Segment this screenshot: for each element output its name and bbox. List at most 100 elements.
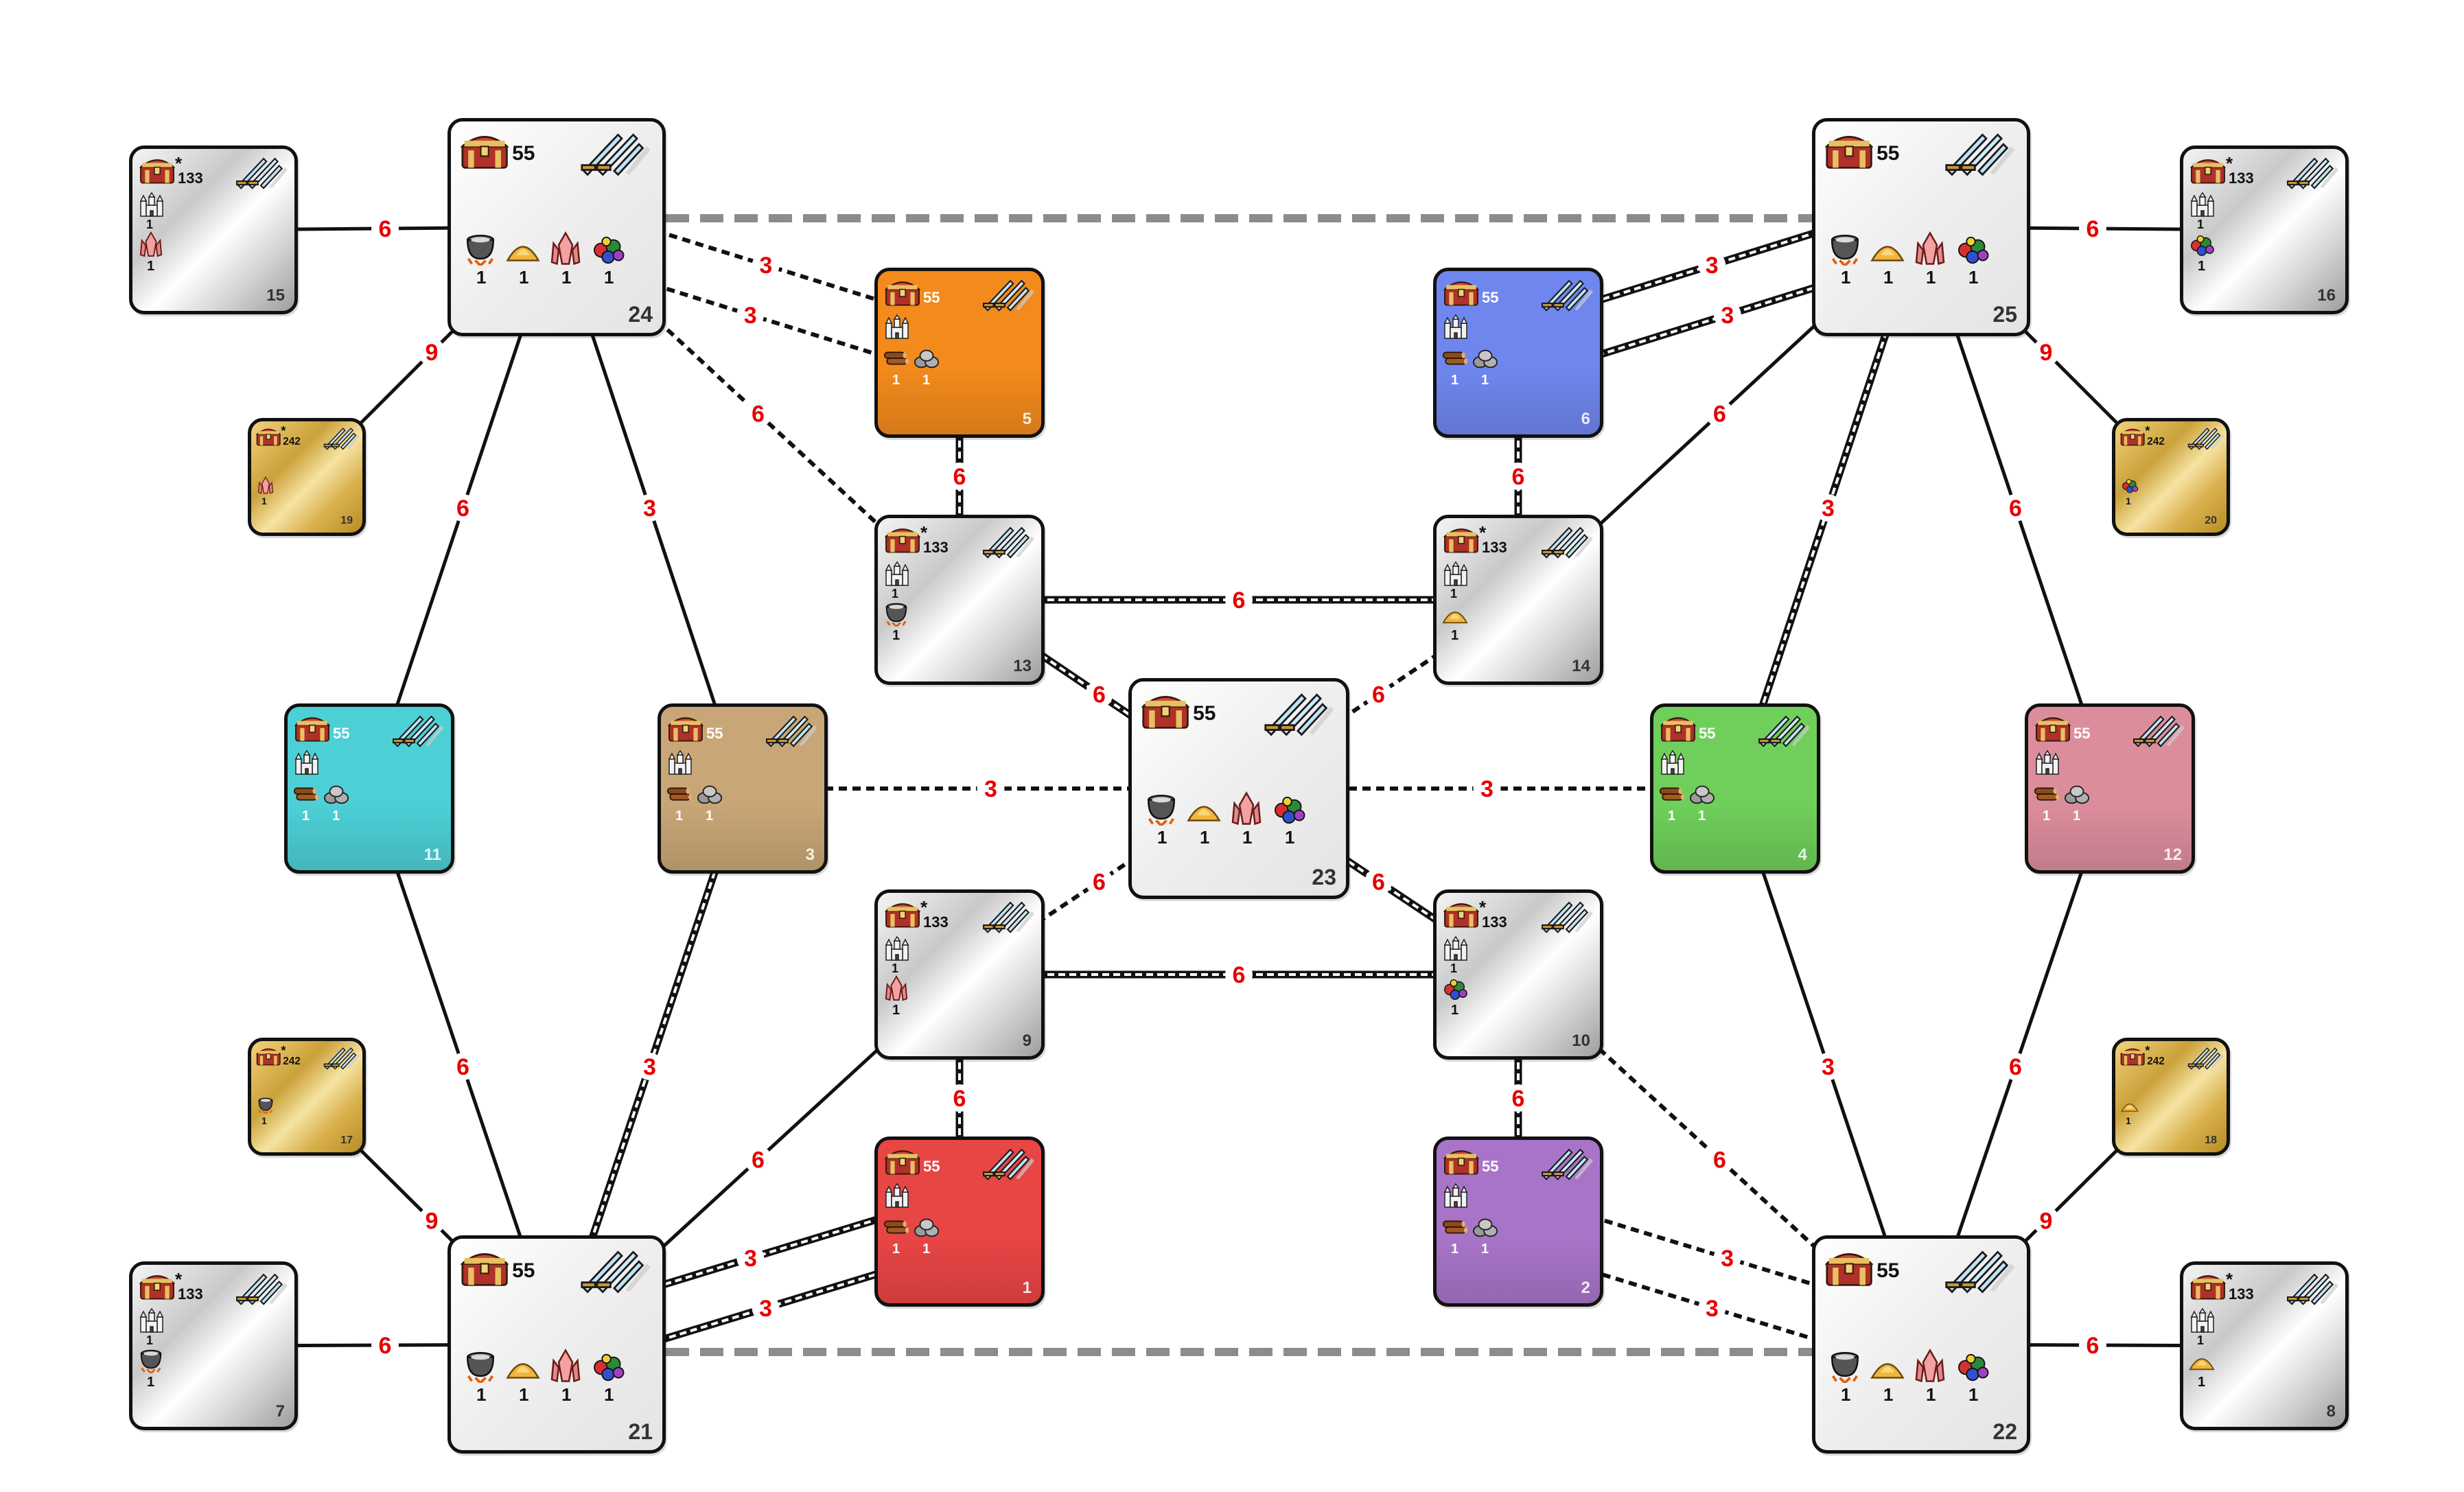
edge-label-bg	[946, 1084, 973, 1112]
edge-label: 3	[759, 1296, 772, 1322]
edge-label: 3	[1721, 1246, 1734, 1272]
zone-number: 1	[1022, 1279, 1032, 1297]
swords-icon	[580, 1246, 651, 1294]
value-star: *	[175, 153, 183, 174]
zone-number: 8	[2326, 1402, 2336, 1421]
edge-label-bg	[1364, 680, 1393, 708]
edge-label: 6	[1713, 401, 1726, 428]
resource-count: 1	[1968, 267, 1979, 288]
swords-icon	[1541, 898, 1593, 933]
swords-icon	[1264, 689, 1334, 736]
edge-label-bg	[1085, 867, 1113, 896]
gems-icon	[2189, 231, 2215, 261]
crystal-icon	[1913, 231, 1947, 269]
swords-icon	[1541, 1145, 1593, 1180]
gems-icon	[1955, 1349, 1990, 1386]
ore-icon	[323, 781, 349, 811]
resource-count: 1	[1157, 827, 1167, 848]
castle-icon	[883, 935, 911, 965]
edge-label: 3	[1822, 496, 1835, 522]
zone-number: 24	[628, 302, 653, 327]
resource-count: 1	[1883, 1384, 1894, 1405]
sulfur-icon	[506, 1349, 540, 1386]
resource-count: 1	[1926, 1384, 1936, 1405]
castle-icon	[138, 1307, 165, 1337]
edge-label: 6	[2009, 496, 2022, 522]
edge-label-bg	[1698, 251, 1726, 279]
edge-label: 6	[953, 464, 966, 490]
edge-label-bg	[946, 463, 973, 490]
edge-label: 3	[643, 496, 656, 522]
castle-icon	[883, 314, 911, 343]
gold-value: 55	[1482, 289, 1499, 306]
castle-count: 1	[2197, 1333, 2205, 1347]
edge-label-bg	[1713, 301, 1741, 329]
edge-label: 9	[426, 340, 439, 366]
resource-count: 1	[561, 267, 572, 288]
gold-value: 55	[706, 725, 723, 742]
edge-label-bg	[1706, 1145, 1734, 1174]
resource-count: 1	[892, 628, 900, 643]
treasure-chest-icon	[139, 1272, 176, 1300]
gold-value: 133	[1482, 913, 1507, 931]
gold-value: 55	[1699, 725, 1716, 742]
resource-count: 1	[1841, 267, 1851, 288]
zone-number: 9	[1022, 1031, 1032, 1050]
edge-label-bg	[1225, 961, 1253, 988]
gold-value: 55	[1482, 1158, 1499, 1175]
edge-label: 6	[752, 1147, 765, 1174]
edge-label: 6	[2087, 216, 2100, 242]
resource-count: 1	[147, 259, 155, 274]
edge-label: 3	[744, 303, 757, 329]
resource-count: 1	[561, 1384, 572, 1405]
edge-label: 3	[1706, 1296, 1719, 1322]
swords-icon	[323, 1045, 362, 1078]
value-star: *	[2145, 424, 2150, 439]
edge-label-bg	[752, 1294, 780, 1322]
edge-label-bg	[1225, 586, 1253, 614]
zone-number: 12	[2163, 846, 2182, 864]
gold-value: 133	[178, 170, 203, 187]
zone-number: 11	[423, 846, 441, 864]
sulfur-icon	[2189, 1347, 2215, 1377]
treasure-chest-icon	[459, 1248, 509, 1286]
edge-label-bg	[2001, 494, 2030, 522]
treasure-chest-icon	[255, 1046, 290, 1073]
edge-label: 6	[1372, 682, 1385, 708]
resource-count: 1	[2126, 1115, 2131, 1126]
edge-label-bg	[1814, 1053, 1842, 1080]
value-star: *	[281, 1044, 286, 1058]
treasure-chest-icon	[1443, 278, 1480, 306]
gold-value: 55	[923, 289, 940, 306]
sulfur-icon	[1870, 1349, 1905, 1386]
value-star: *	[281, 424, 286, 439]
edge-label-bg	[1698, 1294, 1726, 1322]
resource-count: 1	[922, 1242, 931, 1257]
resource-count: 1	[1698, 808, 1706, 824]
